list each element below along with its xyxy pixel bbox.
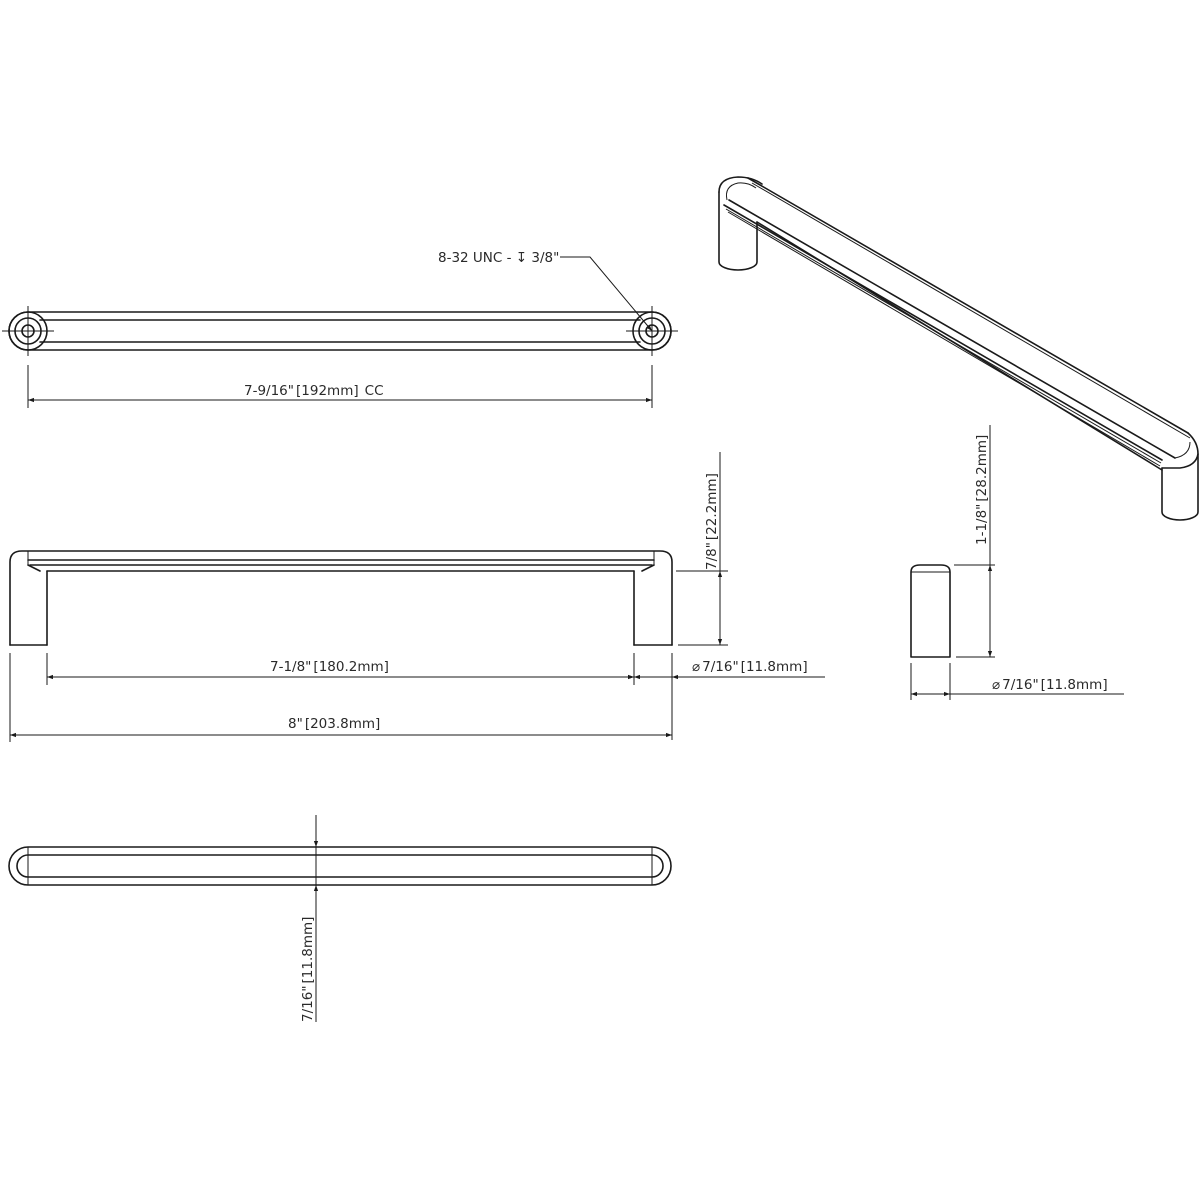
isometric-view xyxy=(718,176,1199,521)
post-diameter-label: ⌀7/16"[11.8mm] xyxy=(692,659,808,675)
iso-right-post xyxy=(1161,453,1199,521)
bottom-view-bar-outline xyxy=(8,846,672,886)
iso-bar-top-edge xyxy=(747,177,1189,434)
cc-dimension-label: 7-9/16"[192mm]CC xyxy=(244,383,384,399)
side-post-diameter-label: ⌀7/16"[11.8mm] xyxy=(992,677,1108,693)
iso-left-post xyxy=(718,191,758,271)
top-view: 8-32 UNC - ↧ 3/8" 7-9/16"[192mm]CC xyxy=(2,250,678,408)
top-view-bar-outline xyxy=(8,311,672,351)
side-view: 1-1/8"[28.2mm] ⌀7/16"[11.8mm] xyxy=(910,425,1124,700)
bottom-view: 7/16"[11.8mm] xyxy=(8,815,672,1022)
projection-dimension-label: 1-1/8"[28.2mm] xyxy=(974,435,990,545)
height-dimension-label: 7/8"[22.2mm] xyxy=(704,473,720,570)
thread-callout-leader xyxy=(560,256,653,332)
iso-right-cap xyxy=(1161,432,1199,469)
left-mounting-hole xyxy=(2,306,54,356)
iso-bar-ridge xyxy=(728,199,1176,459)
side-view-post-outline xyxy=(910,564,951,658)
thread-callout-label: 8-32 UNC - ↧ 3/8" xyxy=(438,250,559,266)
front-view-outline xyxy=(9,550,673,646)
overall-length-dimension-label: 8"[203.8mm] xyxy=(288,716,380,732)
iso-left-cap xyxy=(718,176,763,193)
inner-length-dimension-label: 7-1/8"[180.2mm] xyxy=(270,659,389,675)
bar-width-label: 7/16"[11.8mm] xyxy=(300,917,316,1022)
iso-bar-bottom-edge xyxy=(723,204,1163,461)
front-view: 7/8"[22.2mm] 7-1/8"[180.2mm] ⌀7/16"[11.8… xyxy=(9,452,825,742)
